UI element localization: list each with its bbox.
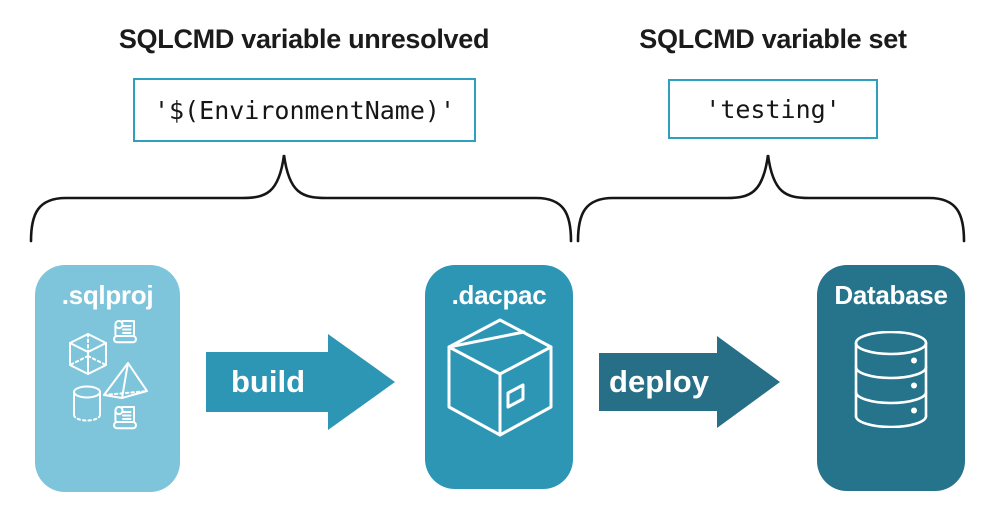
package-icon: [447, 318, 553, 437]
brace-left-icon: [29, 154, 573, 243]
brace-right-icon: [576, 154, 966, 243]
deploy-arrow-label: deploy: [609, 364, 709, 399]
cylinder-icon: [73, 385, 101, 422]
code-text-unresolved: '$(EnvironmentName)': [153, 95, 456, 125]
database-icon: [854, 331, 928, 428]
code-box-set: 'testing': [668, 79, 878, 139]
right-arrow-icon: [206, 334, 395, 430]
cube-icon: [69, 333, 107, 375]
build-arrow: build: [206, 333, 396, 431]
pyramid-icon: [103, 362, 148, 399]
node-sqlproj-label: .sqlproj: [61, 280, 154, 310]
code-text-set: 'testing': [705, 94, 841, 124]
heading-set: SQLCMD variable set: [639, 24, 907, 54]
scroll-icon: [113, 319, 137, 344]
scroll-icon: [113, 405, 137, 430]
heading-unresolved: SQLCMD variable unresolved: [118, 24, 490, 54]
sql-objects-icon: [69, 319, 148, 430]
build-arrow-label: build: [230, 364, 306, 399]
right-arrow-icon: [599, 336, 780, 428]
node-dacpac-label: .dacpac: [451, 280, 547, 310]
node-sqlproj: .sqlproj: [35, 265, 180, 492]
node-database: Database: [817, 265, 965, 491]
deploy-arrow: deploy: [599, 335, 781, 429]
code-box-unresolved: '$(EnvironmentName)': [133, 78, 476, 142]
node-database-label: Database: [834, 280, 948, 310]
node-dacpac: .dacpac: [425, 265, 573, 489]
